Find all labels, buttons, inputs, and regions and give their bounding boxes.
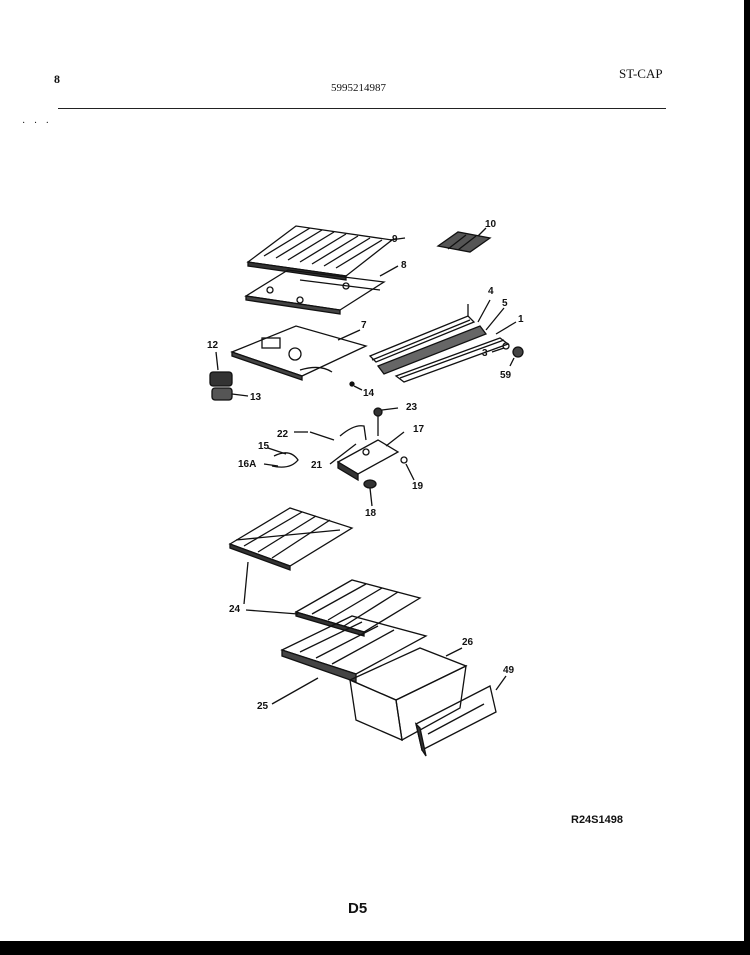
callout-21: 21 — [311, 460, 323, 471]
callout-15: 15 — [258, 441, 270, 452]
callout-49: 49 — [503, 665, 515, 676]
callout-59: 59 — [500, 370, 512, 381]
part-24-shelf-upper — [228, 507, 354, 571]
callout-9: 9 — [392, 234, 398, 245]
part-18-19-hardware — [363, 456, 415, 507]
scan-edge-right — [744, 0, 750, 955]
part-10-small-grille — [436, 227, 492, 253]
diagram-reference-code: R24S1498 — [571, 814, 623, 826]
page-label: D5 — [348, 900, 368, 917]
part-9-shelf-grille — [246, 225, 406, 281]
callout-14: 14 — [363, 388, 375, 399]
callout-18: 18 — [365, 508, 377, 519]
callout-22: 22 — [277, 429, 289, 440]
part-26-crisper-drawer — [348, 647, 468, 742]
part-17-control-housing — [336, 431, 405, 482]
part-24-shelf-lower — [294, 579, 422, 637]
callout-17: 17 — [413, 424, 425, 435]
scan-marks: · · · — [22, 118, 52, 129]
part-4-5-rails — [368, 299, 505, 375]
callout-3: 3 — [482, 348, 488, 359]
part-21-22-rod — [294, 425, 367, 465]
part-14-screw — [349, 381, 363, 391]
scan-edge-bottom — [0, 941, 750, 955]
callout-12: 12 — [207, 340, 219, 351]
callout-26: 26 — [462, 637, 474, 648]
callout-10: 10 — [485, 219, 497, 230]
part-3-59-hardware — [491, 342, 524, 367]
header-part-number: 5995214987 — [331, 82, 386, 94]
callout-19: 19 — [412, 481, 424, 492]
header-rule — [58, 108, 666, 109]
callout-13: 13 — [250, 392, 262, 403]
callout-25: 25 — [257, 701, 269, 712]
callout-5: 5 — [502, 298, 508, 309]
part-24-leader — [243, 561, 299, 615]
callout-7: 7 — [361, 320, 367, 331]
callout-1: 1 — [518, 314, 524, 325]
part-7-shelf-support — [230, 325, 368, 381]
callout-24: 24 — [229, 604, 241, 615]
callout-23: 23 — [406, 402, 418, 413]
callout-16a: 16A — [238, 459, 256, 470]
part-23-knob — [373, 407, 399, 436]
header-model-code: ST-CAP — [619, 66, 663, 81]
callout-8: 8 — [401, 260, 407, 271]
part-49-drawer-front — [414, 675, 507, 757]
header-page-number: 8 — [54, 72, 60, 86]
part-12-13-clips — [209, 351, 249, 401]
callout-4: 4 — [488, 286, 494, 297]
part-15-16a-wire — [263, 447, 299, 468]
part-8-shelf-frame — [244, 265, 399, 315]
